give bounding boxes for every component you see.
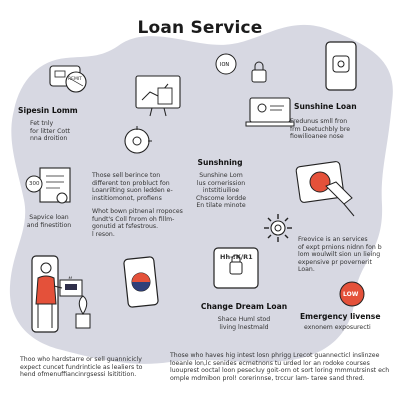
middle-left-para2-text: Whot bown pitnenal rropoces fundt's Coll… bbox=[92, 208, 183, 238]
footer-right-text: Those who haves hig intest losn phrigg L… bbox=[170, 352, 390, 382]
sunshning-body-text: Sunshine Lom lus cornerission intstitiui… bbox=[195, 172, 247, 210]
card-chip-label: REMIT bbox=[68, 77, 82, 82]
phone-lock-icon bbox=[325, 41, 357, 91]
credit-card-icon bbox=[49, 65, 87, 93]
sunshine-loan-heading: Sunshine Loan bbox=[294, 102, 357, 111]
person-phone-icon bbox=[31, 255, 91, 333]
emergency-heading: Emergency livense bbox=[300, 312, 381, 321]
lending-heading: Sipesin Lomm bbox=[18, 106, 78, 115]
coin-icon bbox=[124, 126, 152, 154]
middle-left-para1-text: Those sell berince ton different ton pro… bbox=[92, 172, 173, 202]
monitor-chart-icon bbox=[135, 75, 181, 117]
lending-body: Fet tnly for litter Cott nna droition bbox=[30, 120, 70, 143]
middle-left-para2: Whot bown pitnenal rropoces fundt's Coll… bbox=[92, 208, 183, 238]
device-lock-icon bbox=[213, 247, 259, 289]
low-tag-label: LOW bbox=[343, 291, 359, 298]
footer-left: Thoo who hardstarre or sell guannicicly … bbox=[20, 356, 170, 379]
quote-mark: “ bbox=[68, 276, 73, 286]
lending-body-text: Fet tnly for litter Cott nna droition bbox=[30, 120, 71, 143]
middle-left-para1: Those sell berince ton different ton pro… bbox=[92, 172, 173, 202]
sunshning-heading: Sunshning bbox=[197, 158, 243, 167]
right-mid-body-text: Freovice is an services of expt prnions … bbox=[298, 236, 382, 274]
right-mid-body: Freovice is an services of expt prnions … bbox=[298, 236, 382, 274]
lock-badge-icon: ION bbox=[215, 53, 267, 83]
page-title: Loan Service bbox=[137, 18, 263, 38]
service-loan-caption: Sapvice loan and finestition bbox=[14, 214, 84, 229]
small-badge-label: 300 bbox=[29, 181, 40, 187]
hand-button-icon bbox=[295, 161, 355, 217]
sunshine-loan-body: Fredunus smll fron frm Deetuchbly bre fi… bbox=[290, 118, 350, 141]
tablet-flag-icon bbox=[123, 256, 159, 308]
footer-left-text: Thoo who hardstarre or sell guannicicly … bbox=[20, 356, 143, 379]
service-loan-caption-text: Sapvice loan and finestition bbox=[26, 214, 72, 229]
low-tag-icon bbox=[339, 281, 365, 307]
device-text: Hh-!K/R1 bbox=[220, 253, 253, 261]
certificate-icon bbox=[25, 167, 71, 204]
emergency-body: exnonem exposurecti bbox=[304, 324, 371, 331]
sunshning-body: Sunshine Lom lus cornerission intstitiui… bbox=[176, 172, 266, 210]
laptop-user-icon bbox=[245, 97, 295, 127]
change-dream-heading: Change Dream Loan bbox=[200, 302, 288, 311]
footer-right: Those who haves hig intest losn phrigg L… bbox=[170, 352, 396, 382]
change-dream-body: Shace Huml stod living lnestmald bbox=[206, 316, 282, 331]
sunshine-loan-body-text: Fredunus smll fron frm Deetuchbly bre fi… bbox=[290, 118, 351, 141]
gear-icon bbox=[264, 214, 292, 242]
svg-text:ION: ION bbox=[220, 62, 229, 68]
change-dream-body-text: Shace Huml stod living lnestmald bbox=[217, 316, 271, 331]
